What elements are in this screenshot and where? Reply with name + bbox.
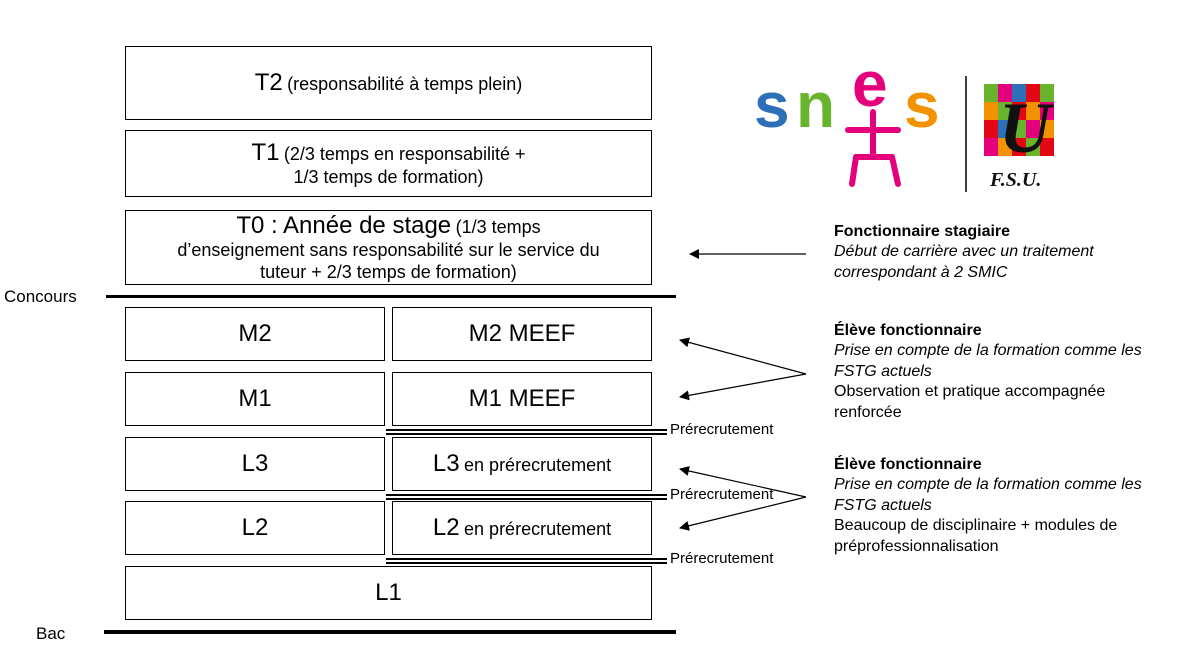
prerecrutement-line-2b <box>386 498 667 500</box>
arrow-l2 <box>679 496 807 531</box>
box-l3: L3 <box>125 437 385 491</box>
annotation-stagiaire: Fonctionnaire stagiaire Début de carrièr… <box>834 222 1094 283</box>
snes-letter-n: n <box>796 69 835 141</box>
prerecrutement-label-2: Prérecrutement <box>670 486 774 503</box>
annotation-1-italic-1: Début de carrière avec un traitement <box>834 243 1094 261</box>
arrow-m2 <box>679 337 807 375</box>
fsu-letter: U <box>999 88 1055 168</box>
box-l2-prerecrutement: L2 en prérecrutement <box>392 501 652 555</box>
t0-subtitle-line1: (1/3 temps <box>455 217 541 238</box>
annotation-2-italic-2: FSTG actuels <box>834 362 932 380</box>
arrow-m1 <box>679 373 807 401</box>
annotation-3-italic-2: FSTG actuels <box>834 496 932 514</box>
annotation-3-normal-1: Beaucoup de disciplinaire + modules de <box>834 517 1118 535</box>
concours-label: Concours <box>4 287 77 306</box>
box-m2-meef: M2 MEEF <box>392 307 652 361</box>
box-t1: T1 (2/3 temps en responsabilité + 1/3 te… <box>125 130 652 197</box>
snes-letter-s1: s <box>754 69 790 141</box>
bac-label: Bac <box>36 624 66 643</box>
annotation-3-italic-1: Prise en compte de la formation comme le… <box>834 476 1142 494</box>
annotation-1-title: Fonctionnaire stagiaire <box>834 223 1011 240</box>
prerecrutement-line-3a <box>386 558 667 560</box>
l2p-main: L2 <box>432 513 460 541</box>
box-m1: M1 <box>125 372 385 426</box>
fsu-mosaic <box>984 84 1054 156</box>
prerecrutement-line-3b <box>386 562 667 564</box>
box-t0: T0 : Année de stage (1/3 temps d’enseign… <box>125 210 652 285</box>
t1-subtitle-line2: 1/3 temps de formation) <box>293 167 484 188</box>
annotation-1-italic-2: correspondant à 2 SMIC <box>834 263 1008 281</box>
prerecrutement-label-3: Prérecrutement <box>670 550 774 567</box>
box-l1: L1 <box>125 566 652 620</box>
annotation-3-normal-2: préprofessionnalisation <box>834 537 999 555</box>
prerecrutement-line-2a <box>386 494 667 496</box>
prerecrutement-label-1: Prérecrutement <box>670 421 774 438</box>
box-m1-meef: M1 MEEF <box>392 372 652 426</box>
snes-figure <box>845 109 901 187</box>
box-l2: L2 <box>125 501 385 555</box>
t0-subtitle-line3: tuteur + 2/3 temps de formation) <box>260 261 517 282</box>
l2p-sub: en prérecrutement <box>464 518 612 539</box>
t2-title: T2 <box>254 68 283 96</box>
snes-fsu-logo: s n e s U F.S.U. <box>754 62 1055 192</box>
l3p-main: L3 <box>432 449 460 477</box>
annotation-eleve-master: Élève fonctionnaire Prise en compte de l… <box>834 321 1142 423</box>
prerecrutement-line-1b <box>386 433 667 435</box>
t0-title: T0 : Année de stage <box>236 212 452 240</box>
box-t2: T2 (responsabilité à temps plein) <box>125 46 652 120</box>
t1-subtitle-line1: (2/3 temps en responsabilité + <box>283 143 526 164</box>
snes-letter-e: e <box>852 62 888 120</box>
prerecrutement-line-1a <box>386 429 667 431</box>
annotation-2-italic-1: Prise en compte de la formation comme le… <box>834 342 1142 360</box>
box-l3-prerecrutement: L3 en prérecrutement <box>392 437 652 491</box>
box-m2: M2 <box>125 307 385 361</box>
snes-letter-s2: s <box>904 69 940 141</box>
arrow-l3 <box>679 466 807 498</box>
annotation-eleve-licence: Élève fonctionnaire Prise en compte de l… <box>834 455 1142 557</box>
concours-line <box>106 295 676 298</box>
annotation-3-title: Élève fonctionnaire <box>834 456 982 473</box>
t2-subtitle: (responsabilité à temps plein) <box>287 73 523 94</box>
annotation-2-normal-2: renforcée <box>834 403 902 421</box>
annotation-2-title: Élève fonctionnaire <box>834 322 982 339</box>
fsu-text: F.S.U. <box>989 169 1041 191</box>
bac-line <box>104 630 676 634</box>
annotation-2-normal-1: Observation et pratique accompagnée <box>834 383 1106 401</box>
t1-title: T1 <box>251 138 280 166</box>
l3p-sub: en prérecrutement <box>464 454 612 475</box>
t0-subtitle-line2: d’enseignement sans responsabilité sur l… <box>177 240 600 261</box>
